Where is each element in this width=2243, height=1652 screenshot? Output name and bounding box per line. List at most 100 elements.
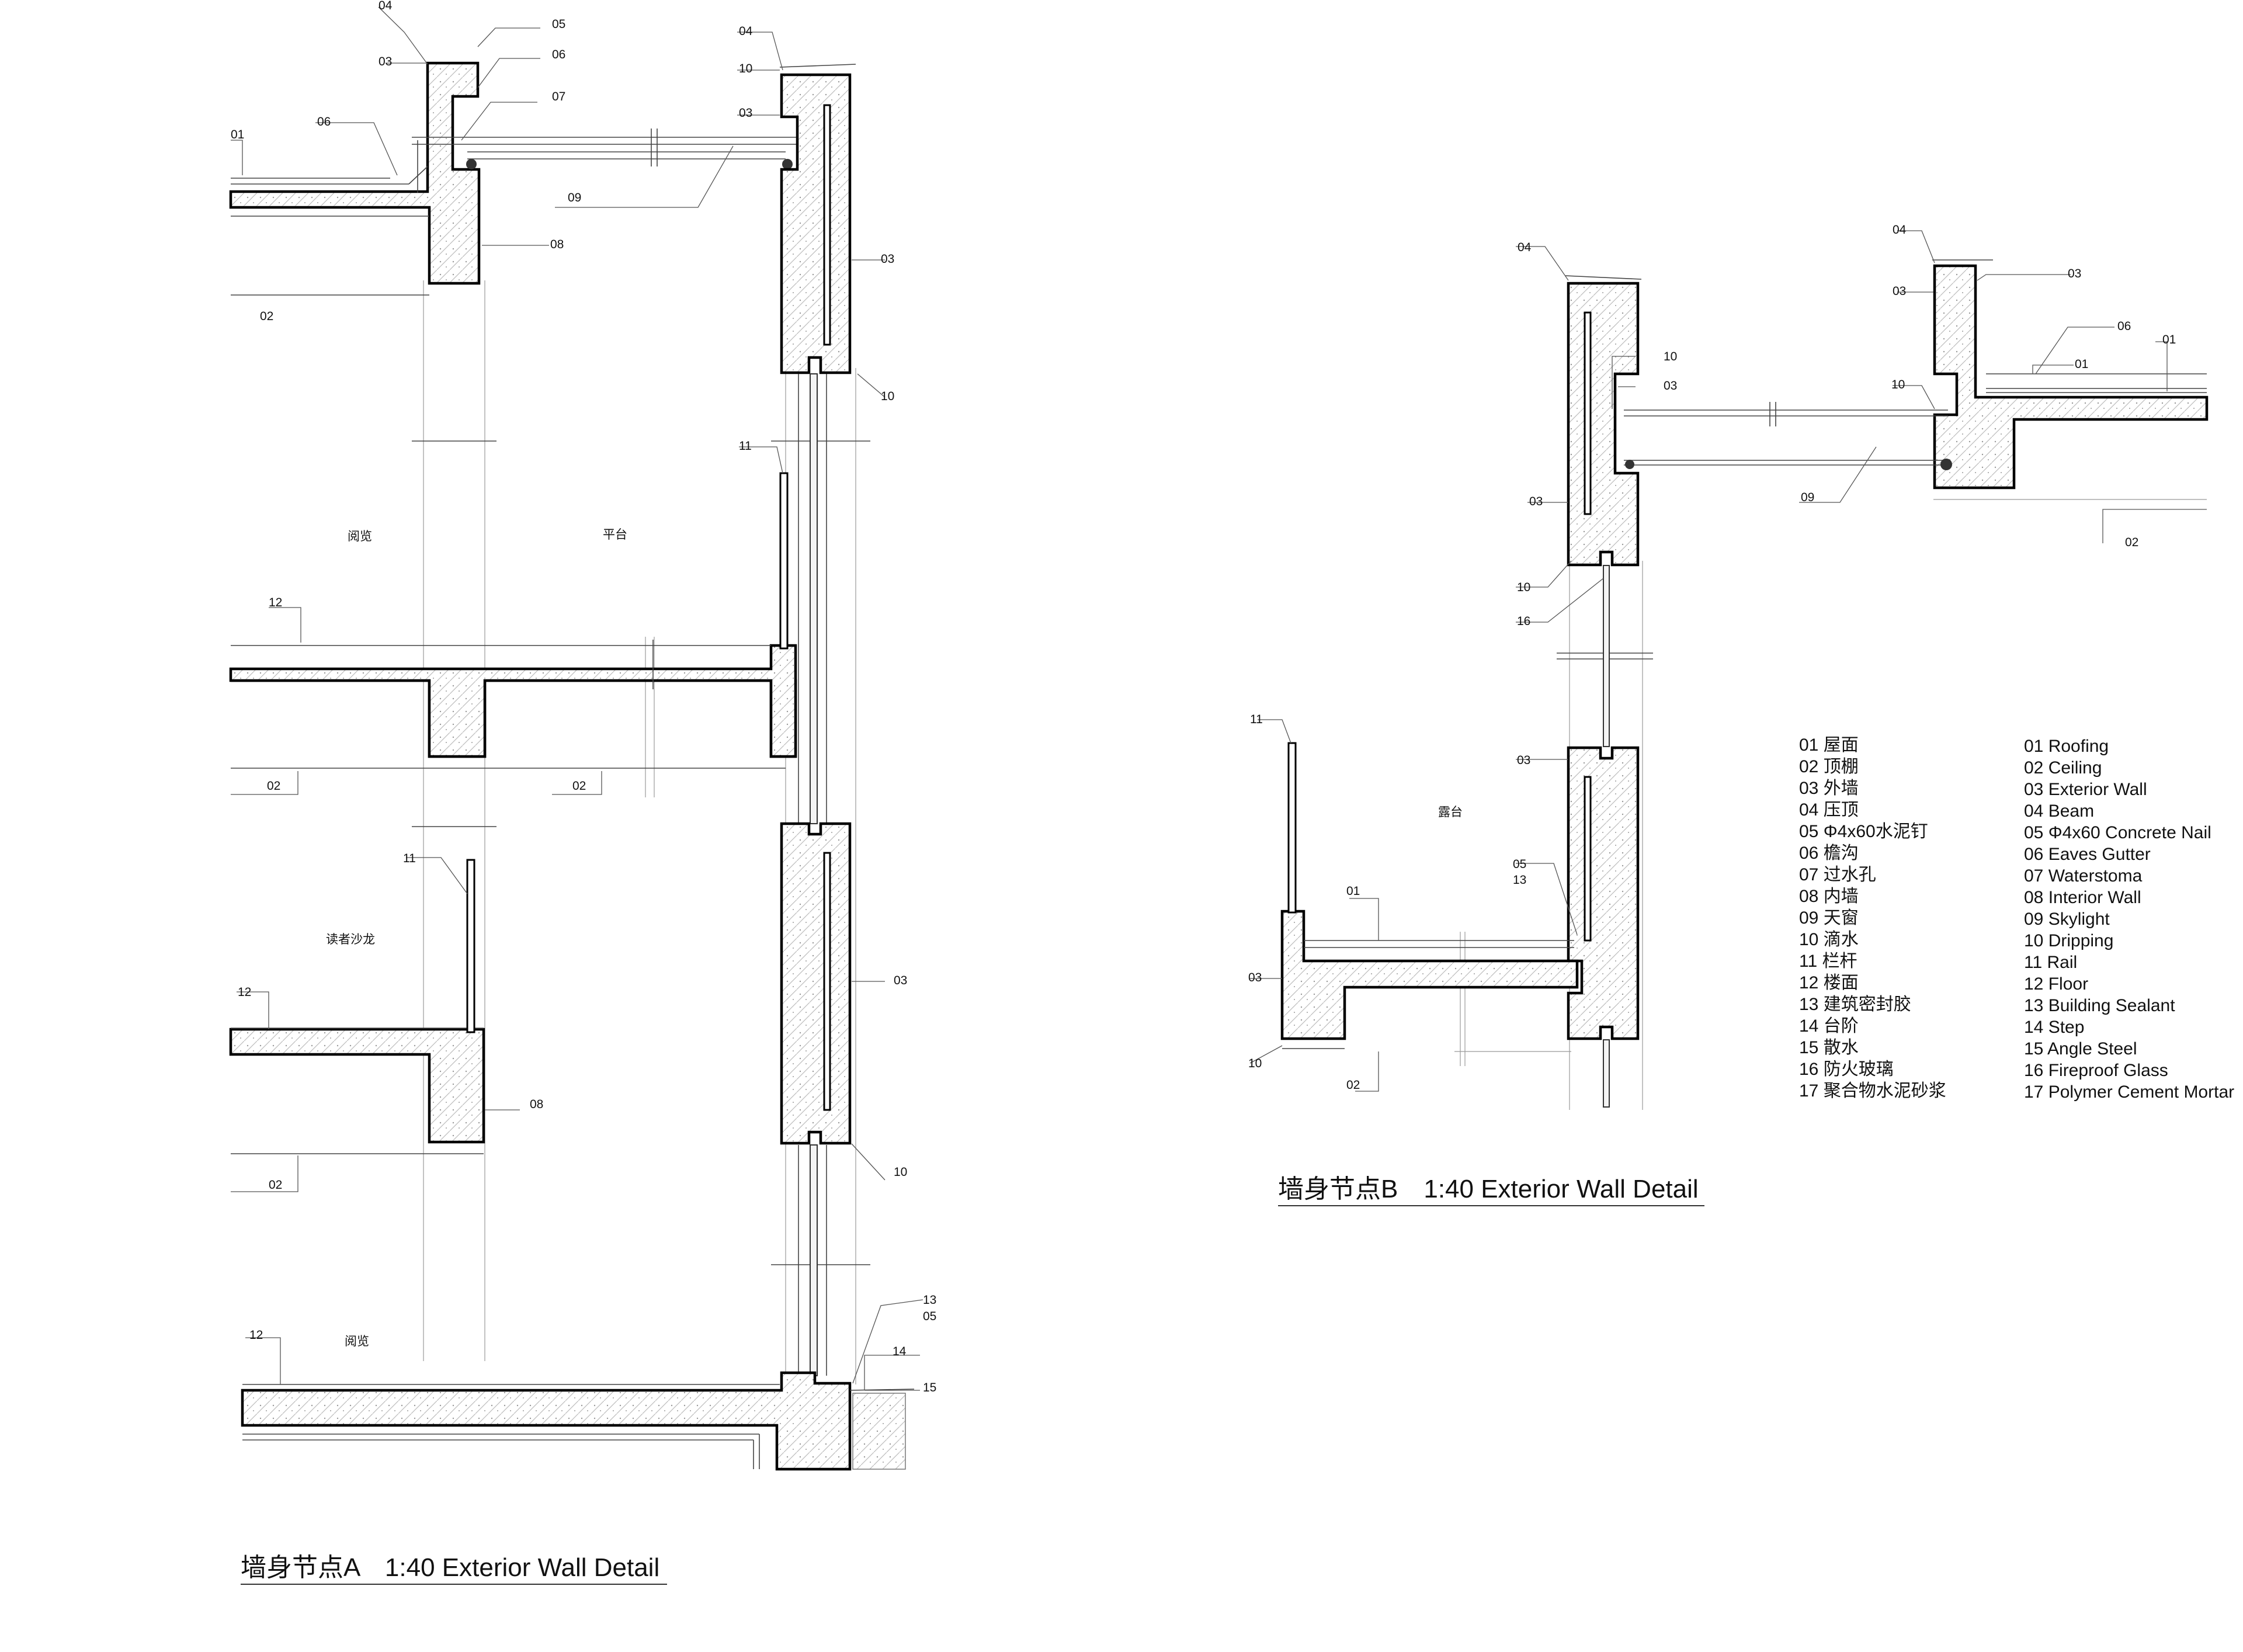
tag-09: 09 — [1801, 491, 1814, 504]
detail-b-exterior-wall-low — [1567, 746, 1640, 1040]
tag-10: 10 — [1891, 378, 1905, 391]
tag-03: 03 — [739, 106, 752, 120]
tag-03: 03 — [1248, 971, 1262, 984]
detail-b-terrace-slab — [1280, 742, 1579, 1049]
detail-b-caption: 墙身节点B 1:40 Exterior Wall Detail — [1278, 1175, 1699, 1203]
tag-06: 06 — [317, 115, 331, 129]
detail-b-tags: 04 04 03 03 06 01 01 10 03 10 09 03 02 1… — [1248, 223, 2176, 1092]
legend-en-12: 12 Floor — [2024, 974, 2088, 994]
tag-10: 10 — [894, 1165, 907, 1179]
legend-zh-06: 06 檐沟 — [1799, 844, 1859, 863]
legend-zh-03: 03 外墙 — [1799, 779, 1859, 798]
tag-04: 04 — [739, 25, 753, 38]
tag-01: 01 — [2075, 358, 2088, 371]
room-open-terrace: 露台 — [1438, 806, 1463, 819]
room-reader-salon: 读者沙龙 — [326, 933, 375, 946]
legend-en-06: 06 Eaves Gutter — [2024, 845, 2151, 864]
tag-10: 10 — [881, 390, 894, 403]
detail-a-room-names: 阅览 平台 读者沙龙 阅览 — [326, 528, 627, 1348]
detail-a-caption: 墙身节点A 1:40 Exterior Wall Detail — [241, 1553, 659, 1582]
tag-14: 14 — [893, 1345, 907, 1358]
detail-a-glass-1 — [798, 373, 827, 824]
legend-en-15: 15 Angle Steel — [2024, 1039, 2137, 1058]
tag-04: 04 — [379, 0, 393, 12]
tag-03: 03 — [2068, 267, 2081, 280]
detail-a-floor-slab-2 — [229, 640, 797, 769]
legend-zh-09: 09 天窗 — [1799, 908, 1859, 928]
legend-zh-15: 15 散水 — [1799, 1038, 1859, 1057]
tag-11: 11 — [1250, 713, 1263, 726]
legend-zh-02: 02 顶棚 — [1799, 757, 1859, 776]
tag-06: 06 — [552, 48, 565, 61]
tag-11: 11 — [739, 439, 752, 453]
legend: 01 屋面 02 顶棚 03 外墙 04 压顶 05 Φ4x60水泥钉 06 檐… — [1799, 735, 2234, 1102]
legend-en-02: 02 Ceiling — [2024, 758, 2102, 778]
tag-04: 04 — [1893, 223, 1907, 237]
legend-zh-11: 11 栏杆 — [1799, 952, 1857, 971]
tag-12: 12 — [269, 596, 282, 609]
legend-zh-01: 01 屋面 — [1799, 735, 1859, 755]
tag-03: 03 — [379, 55, 392, 68]
tag-05: 05 — [552, 18, 565, 31]
detail-a-exterior-wall-mid — [780, 822, 852, 1145]
legend-en-11: 11 Rail — [2024, 953, 2077, 972]
tag-03: 03 — [1893, 284, 1906, 298]
tag-12: 12 — [249, 1328, 263, 1342]
tag-10: 10 — [1248, 1057, 1262, 1070]
legend-zh-14: 14 台阶 — [1799, 1016, 1859, 1036]
legend-zh-16: 16 防火玻璃 — [1799, 1060, 1894, 1079]
tag-02: 02 — [1346, 1078, 1360, 1092]
tag-13: 13 — [1513, 873, 1526, 887]
legend-en-05: 05 Φ4x60 Concrete Nail — [2024, 823, 2211, 842]
detail-b-roof-slab — [1932, 259, 2209, 490]
tag-05: 05 — [923, 1310, 936, 1323]
tag-04: 04 — [1518, 241, 1532, 254]
legend-en-04: 04 Beam — [2024, 801, 2094, 821]
detail-a-skylight — [412, 129, 829, 169]
detail-b-glass — [1603, 565, 1610, 1108]
legend-zh-17: 17 聚合物水泥砂浆 — [1799, 1081, 1946, 1101]
tag-01: 01 — [1346, 884, 1360, 898]
tag-02: 02 — [572, 779, 586, 793]
detail-b-leader-lines — [1249, 230, 2207, 1092]
detail-a: 04 05 03 06 07 01 06 04 10 03 09 08 03 0… — [229, 0, 936, 1585]
tag-13: 13 — [923, 1293, 936, 1307]
legend-en-07: 07 Waterstoma — [2024, 866, 2143, 886]
legend-zh-05: 05 Φ4x60水泥钉 — [1799, 822, 1928, 841]
tag-03: 03 — [894, 974, 907, 987]
detail-a-tags: 04 05 03 06 07 01 06 04 10 03 09 08 03 0… — [231, 0, 936, 1394]
tag-09: 09 — [568, 191, 581, 204]
room-reading-bottom: 阅览 — [345, 1335, 369, 1348]
tag-03: 03 — [1529, 495, 1543, 508]
legend-en-17: 17 Polymer Cement Mortar — [2024, 1082, 2234, 1102]
legend-zh-07: 07 过水孔 — [1799, 865, 1876, 884]
detail-a-glass-2 — [798, 1144, 827, 1376]
tag-06: 06 — [2117, 320, 2131, 333]
legend-en-16: 16 Fireproof Glass — [2024, 1061, 2168, 1080]
tag-12: 12 — [238, 985, 251, 999]
detail-a-leader-lines — [231, 6, 923, 1391]
detail-a-ground-slab — [241, 1371, 915, 1471]
tag-07: 07 — [552, 90, 565, 103]
legend-en-09: 09 Skylight — [2024, 910, 2110, 929]
detail-a-floor-slab-3 — [229, 859, 485, 1154]
tag-16: 16 — [1517, 615, 1530, 628]
tag-08: 08 — [530, 1098, 543, 1111]
tag-10: 10 — [739, 62, 752, 75]
detail-a-roof-slab — [229, 61, 481, 296]
tag-15: 15 — [923, 1381, 936, 1394]
tag-11: 11 — [403, 852, 416, 865]
legend-en-10: 10 Dripping — [2024, 931, 2113, 950]
tag-01: 01 — [2162, 333, 2176, 346]
room-reading-top: 阅览 — [348, 530, 372, 543]
tag-10: 10 — [1517, 581, 1530, 594]
tag-01: 01 — [231, 128, 244, 141]
tag-02: 02 — [2125, 536, 2138, 549]
tag-02: 02 — [260, 310, 273, 323]
room-terrace: 平台 — [603, 528, 627, 542]
legend-zh-12: 12 楼面 — [1799, 973, 1859, 992]
legend-en-01: 01 Roofing — [2024, 737, 2109, 756]
legend-zh-04: 04 压顶 — [1799, 800, 1859, 820]
legend-en-13: 13 Building Sealant — [2024, 996, 2175, 1015]
